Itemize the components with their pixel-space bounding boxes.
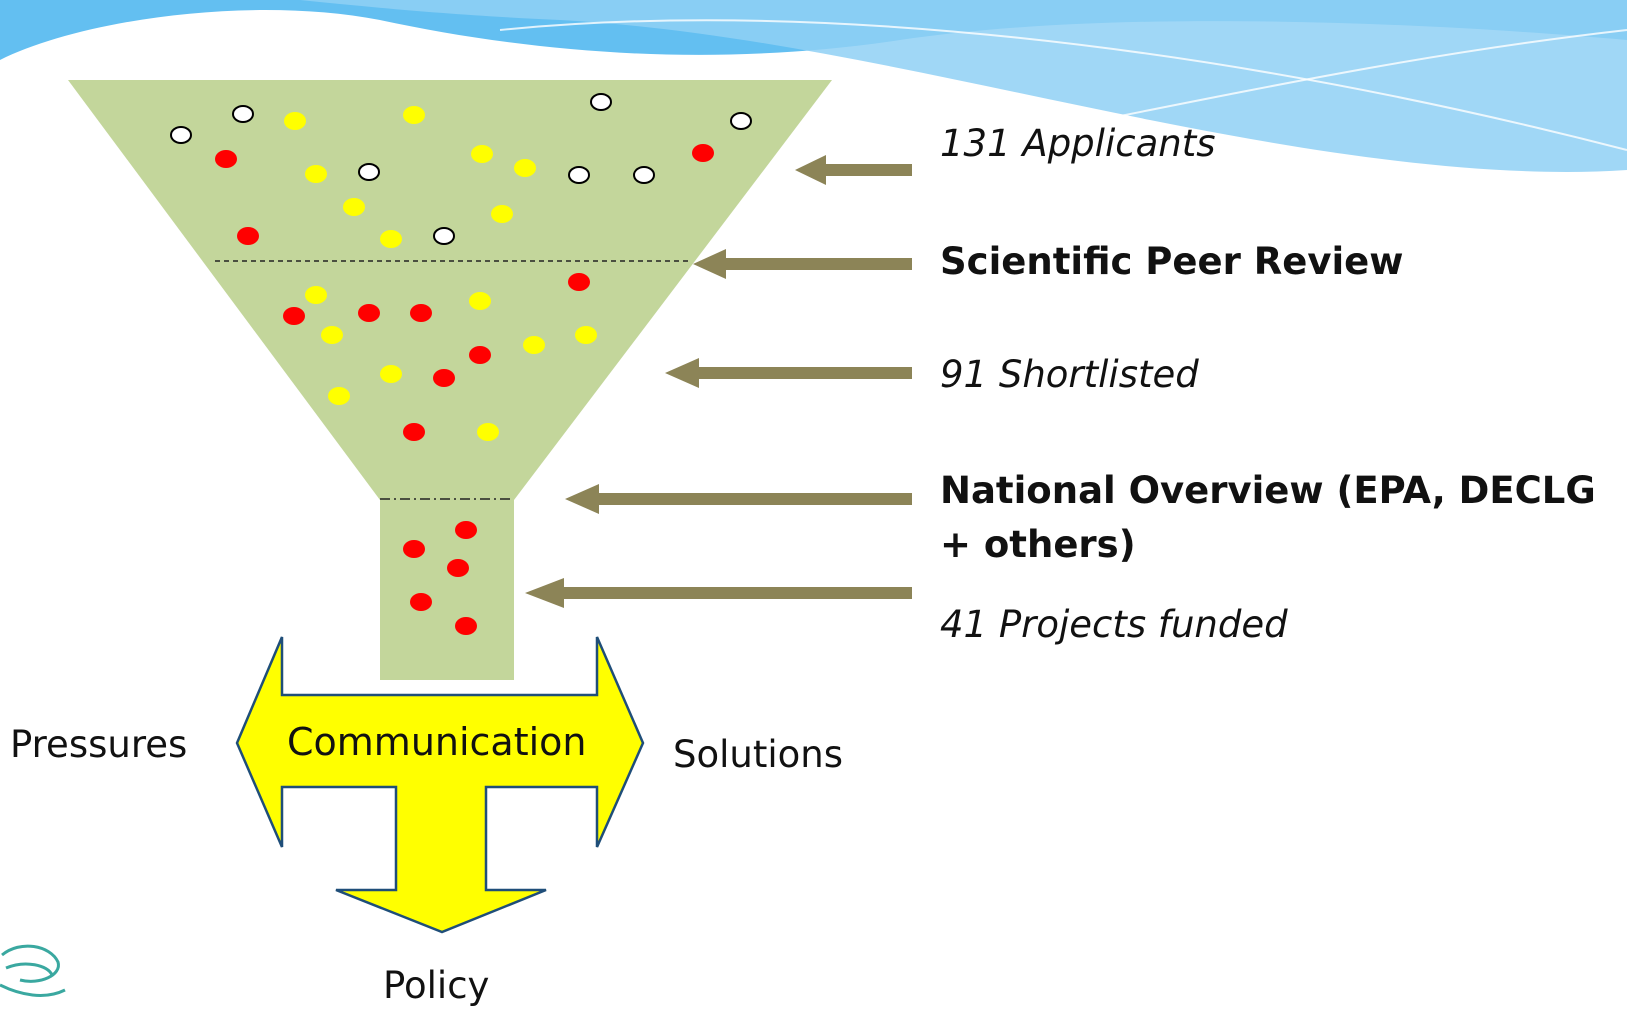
dots-red — [215, 144, 714, 635]
dot — [568, 166, 590, 184]
label-pressures: Pressures — [10, 723, 188, 766]
dot — [403, 540, 425, 558]
dot — [237, 227, 259, 245]
stage-label-peer-review: Scientific Peer Review — [940, 240, 1404, 283]
stage-label-shortlisted: 91 Shortlisted — [940, 353, 1199, 396]
dot — [469, 292, 491, 310]
stage-label-funded: 41 Projects funded — [940, 603, 1288, 646]
arrow-national-overview — [565, 484, 912, 514]
dot — [692, 144, 714, 162]
dot — [633, 166, 655, 184]
funnel-spout — [380, 498, 514, 680]
dot — [321, 326, 343, 344]
dot — [590, 93, 612, 111]
dot — [514, 159, 536, 177]
dots-yellow — [284, 106, 597, 441]
label-solutions: Solutions — [673, 733, 844, 776]
dot — [358, 304, 380, 322]
arrow-shortlisted — [665, 358, 912, 388]
dot — [447, 559, 469, 577]
arrow-funded — [525, 578, 912, 608]
dot — [170, 126, 192, 144]
dots-white — [170, 93, 752, 245]
dot — [284, 112, 306, 130]
dot — [215, 150, 237, 168]
funnel-cone — [68, 80, 832, 500]
stage-arrows — [525, 155, 912, 608]
stage-label-national-overview: National Overview (EPA, DECLG + others) — [940, 469, 1596, 566]
label-policy: Policy — [383, 964, 490, 1007]
dot — [491, 205, 513, 223]
stage-label-applicants: 131 Applicants — [940, 122, 1216, 165]
dot — [328, 387, 350, 405]
dot — [358, 163, 380, 181]
dot — [455, 617, 477, 635]
dot — [380, 365, 402, 383]
dot — [403, 423, 425, 441]
dot — [730, 112, 752, 130]
dot — [433, 369, 455, 387]
dot — [455, 521, 477, 539]
dot — [433, 227, 455, 245]
dot — [305, 165, 327, 183]
dot — [523, 336, 545, 354]
dot — [568, 273, 590, 291]
dot — [469, 346, 491, 364]
dot — [410, 593, 432, 611]
logo-swirl-icon — [0, 944, 66, 997]
dot — [283, 307, 305, 325]
dot — [380, 230, 402, 248]
dot — [403, 106, 425, 124]
dot — [232, 105, 254, 123]
dot — [575, 326, 597, 344]
communication-arrow — [235, 636, 645, 934]
dot — [471, 145, 493, 163]
dot — [477, 423, 499, 441]
header-wave — [0, 0, 1627, 172]
dot — [410, 304, 432, 322]
dot — [305, 286, 327, 304]
label-communication: Communication — [287, 720, 587, 764]
arrow-applicants — [795, 155, 912, 185]
dot — [343, 198, 365, 216]
arrow-peer-review — [693, 249, 912, 279]
